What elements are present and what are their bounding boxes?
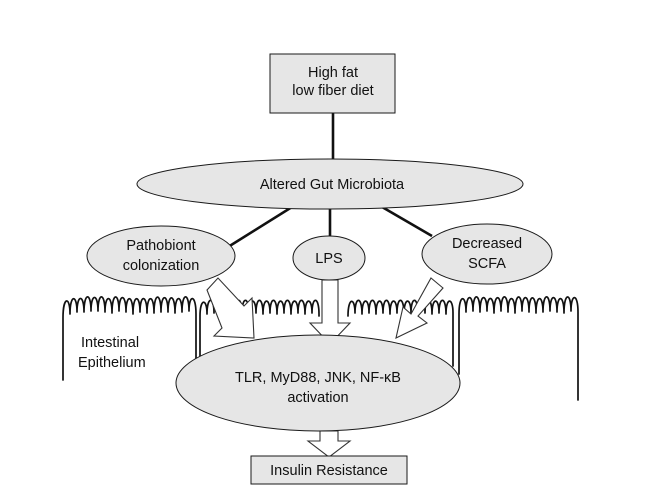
pathobiont-label-line2: colonization [123,258,200,274]
scfa-label-line1: Decreased [452,236,522,252]
epithelium-label-line1: Intestinal [81,335,139,351]
lps-ellipse [292,235,366,281]
activation-label-line1: TLR, MyD88, JNK, NF-κB [235,370,401,386]
diet-box [269,53,396,114]
arrow-pathobiont-to-activation [206,277,255,339]
pathobiont-label-line1: Pathobiont [126,238,195,254]
microbiota-ellipse [136,158,524,210]
epithelium-label-line2: Epithelium [78,355,146,371]
connector-microbiota-scfa [376,202,433,238]
activation-label-line2: activation [287,390,348,406]
activation-ellipse [175,334,461,432]
epithelium-villi-left [62,296,197,381]
insulin-resistance-label: Insulin Resistance [270,463,388,479]
lps-label: LPS [315,251,342,267]
arrow-scfa-to-activation [395,277,444,339]
connector-microbiota-pathobiont [227,200,301,249]
microbiota-label: Altered Gut Microbiota [260,177,405,193]
insulin-resistance-box [250,455,408,485]
epithelium-villi-right [458,296,579,401]
diet-label-line2: low fiber diet [292,83,373,99]
scfa-ellipse [421,223,553,285]
diet-label-line1: High fat [308,65,358,81]
scfa-label-line2: SCFA [468,256,506,272]
arrow-lps-to-activation [308,279,352,345]
arrow-activation-to-insulin [306,430,352,458]
pathobiont-ellipse [86,225,236,287]
